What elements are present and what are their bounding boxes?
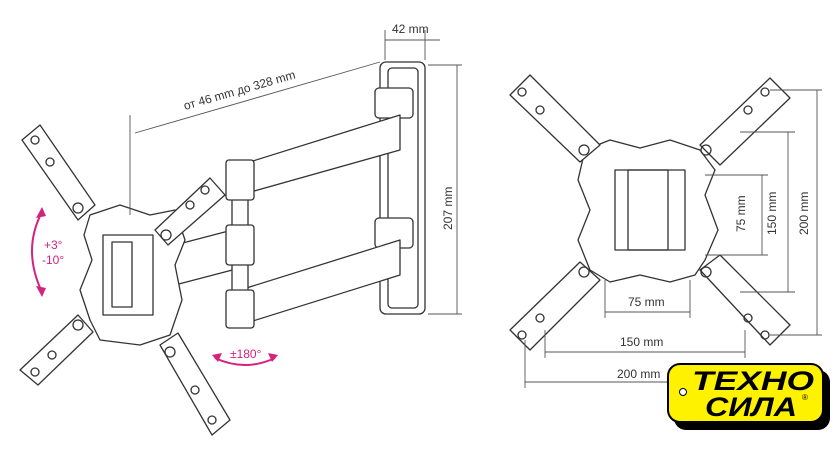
h75-label: 75 mm	[628, 295, 665, 309]
v75-label: 75 mm	[734, 195, 748, 232]
tekhnosila-logo: ТЕХНО СИЛА ®	[667, 363, 830, 430]
swivel-label: ±180°	[230, 347, 262, 361]
bracket-arm	[509, 261, 601, 351]
upper-arm	[239, 114, 401, 196]
front-dimension-lines	[524, 89, 822, 388]
svg-text:СИЛА: СИЛА	[705, 392, 797, 422]
svg-text:ТЕХНО: ТЕХНО	[692, 366, 814, 396]
svg-text:®: ®	[802, 393, 808, 402]
h150-label: 150 mm	[620, 335, 663, 349]
lower-arm	[239, 239, 401, 326]
v150-label: 150 mm	[765, 192, 779, 235]
swivel-arrow-icon	[214, 357, 276, 366]
bracket-arm	[509, 74, 601, 163]
h200-label: 200 mm	[617, 367, 660, 381]
bracket-arm	[21, 124, 96, 221]
depth-label: 42 mm	[392, 22, 429, 36]
side-dimension-lines	[129, 30, 462, 315]
height-label: 207 mm	[441, 187, 455, 230]
bracket-arm	[159, 332, 231, 436]
front-view-mount	[509, 74, 791, 351]
tilt-arrow-icon	[31, 211, 43, 293]
bracket-arm	[699, 254, 791, 346]
tilt-up-label: +3°	[44, 238, 63, 252]
v200-label: 200 mm	[797, 192, 811, 235]
bracket-arm	[699, 77, 791, 166]
vesa-plate-front	[577, 139, 719, 283]
side-view-mount	[19, 61, 426, 436]
bracket-arm	[19, 314, 94, 386]
tilt-down-label: -10°	[42, 253, 64, 267]
reach-label: от 46 mm до 328 mm	[182, 68, 297, 113]
